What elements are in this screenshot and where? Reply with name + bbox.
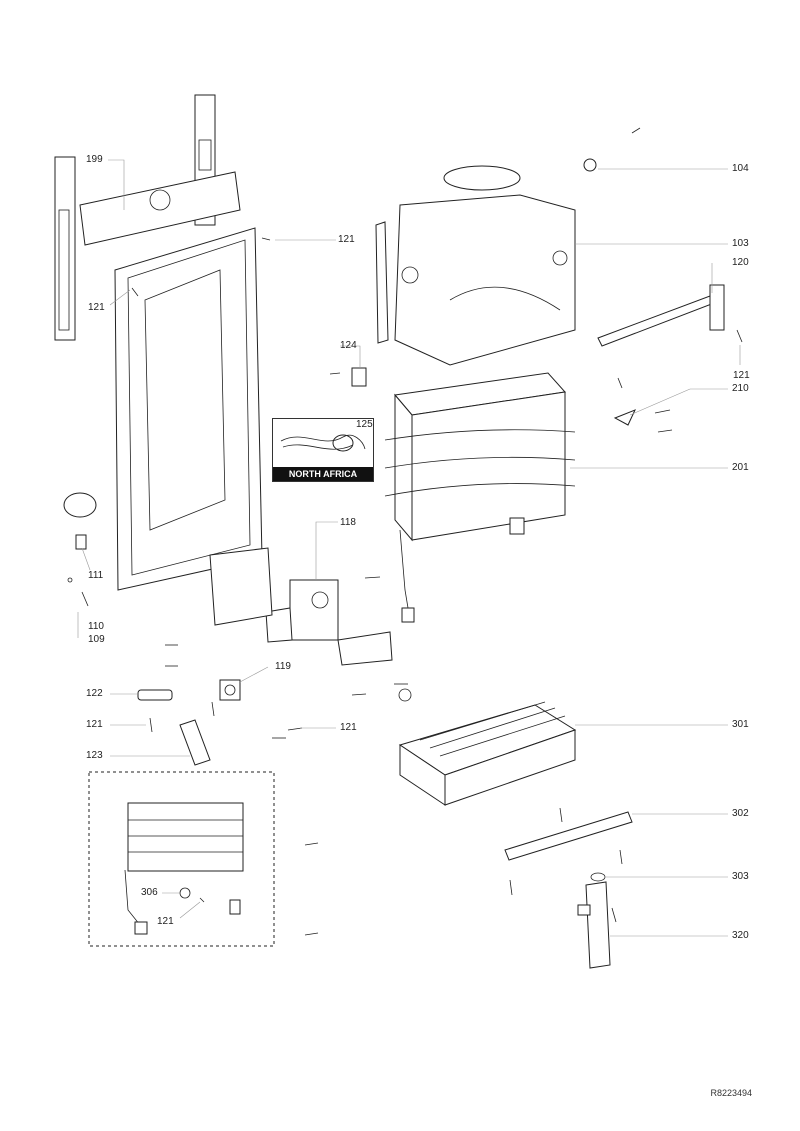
part-104	[583, 127, 641, 172]
part-124	[351, 367, 367, 387]
wall-bracket-left	[54, 156, 76, 341]
north-africa-banner: NORTH AFRICA	[273, 467, 373, 481]
part-122	[137, 689, 173, 701]
part-210	[613, 409, 636, 426]
alternate-exchanger-inset	[88, 771, 275, 947]
label-121-f: 121	[157, 916, 174, 927]
label-121-a: 121	[338, 234, 355, 245]
part-303-ring	[590, 872, 606, 882]
label-109: 109	[88, 634, 105, 645]
label-121-c: 121	[733, 370, 750, 381]
label-104: 104	[732, 163, 749, 174]
part-302-rail	[504, 811, 633, 861]
label-103: 103	[732, 238, 749, 249]
part-103-hood	[375, 165, 576, 366]
label-306: 306	[141, 887, 158, 898]
label-121-b: 121	[88, 302, 105, 313]
label-123: 123	[86, 750, 103, 761]
part-320-manifold	[577, 881, 611, 969]
label-301: 301	[732, 719, 749, 730]
back-frame	[114, 227, 263, 591]
label-210: 210	[732, 383, 749, 394]
label-122: 122	[86, 688, 103, 699]
part-201-heat-exchanger	[384, 372, 576, 623]
label-111: 111	[88, 570, 104, 581]
part-111	[63, 492, 97, 550]
wiring-harness-icon	[280, 434, 366, 452]
part-199-plate	[79, 171, 241, 246]
part-118-valve	[265, 579, 339, 643]
part-301-burner	[398, 701, 577, 806]
leader-lines	[77, 159, 741, 937]
drawing-reference: R8223494	[710, 1088, 752, 1098]
label-110: 110	[88, 621, 104, 632]
label-199: 199	[86, 154, 103, 165]
valve-bracket	[209, 547, 393, 666]
north-africa-inset: NORTH AFRICA	[272, 418, 374, 482]
label-302: 302	[732, 808, 749, 819]
label-118: 118	[340, 517, 356, 528]
label-125: 125	[356, 419, 373, 430]
part-110-109	[67, 577, 89, 607]
label-124: 124	[340, 340, 357, 351]
part-120-bar	[597, 284, 725, 347]
label-120: 120	[732, 257, 749, 268]
label-121-d: 121	[86, 719, 103, 730]
label-320: 320	[732, 930, 749, 941]
label-303: 303	[732, 871, 749, 882]
part-123	[179, 719, 211, 766]
label-119: 119	[275, 661, 291, 672]
label-201: 201	[732, 462, 749, 473]
label-121-e: 121	[340, 722, 357, 733]
part-119	[219, 679, 241, 701]
screws	[131, 237, 743, 936]
